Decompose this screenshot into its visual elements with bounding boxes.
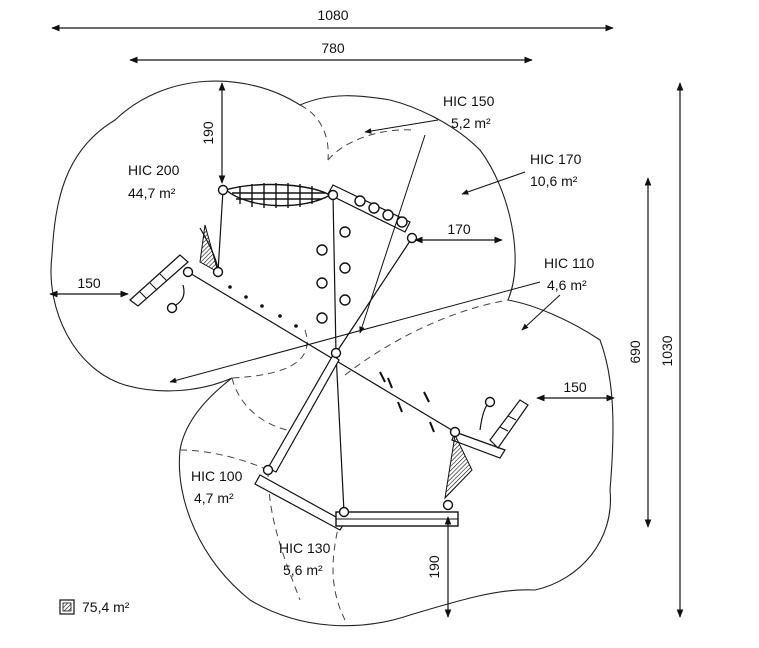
- area-legend: 75,4 m²: [59, 599, 130, 615]
- zone-hic-110: HIC 110 4,6 m²: [169, 255, 595, 384]
- zone-area-label: 5,6 m²: [283, 562, 323, 578]
- dimension-inner-width: 780: [129, 40, 533, 64]
- dimension-overall-depth: 1030: [659, 82, 684, 618]
- zone-area-label: 5,2 m²: [451, 115, 491, 131]
- safety-zone-outline: [50, 80, 614, 627]
- total-area-label: 75,4 m²: [82, 599, 130, 615]
- zone-hic-130: HIC 130 5,6 m²: [279, 540, 331, 578]
- dimension-right-clearance: 150: [536, 379, 615, 402]
- dimension-top-clearance: 190: [200, 82, 226, 184]
- dimension-left-clearance-label: 150: [77, 275, 101, 291]
- zone-hic-label: HIC 170: [530, 151, 582, 167]
- dimension-side-clearance-label: 170: [447, 221, 471, 237]
- zone-hic-label: HIC 100: [191, 468, 243, 484]
- zone-hic-label: HIC 200: [128, 162, 180, 178]
- zone-hic-150: HIC 150 5,2 m²: [359, 93, 495, 334]
- dimension-bottom-clearance-label: 190: [426, 555, 442, 579]
- zone-hic-200: HIC 200 44,7 m²: [128, 162, 180, 201]
- dimension-inner-width-label: 780: [321, 40, 345, 56]
- zone-hic-label: HIC 110: [544, 255, 595, 271]
- dimension-overall-width-label: 1080: [317, 7, 348, 23]
- zone-area-label: 10,6 m²: [530, 173, 578, 189]
- dimension-overall-depth-label: 1030: [659, 335, 675, 366]
- dimension-inner-depth: 690: [627, 177, 652, 528]
- dimension-bottom-clearance: 190: [426, 516, 452, 618]
- dimension-inner-depth-label: 690: [627, 340, 643, 364]
- dimension-overall-width: 1080: [51, 7, 614, 32]
- zone-hic-label: HIC 150: [443, 93, 495, 109]
- zone-area-label: 4,7 m²: [194, 490, 234, 506]
- equipment-structure: [129, 183, 529, 531]
- dimension-top-clearance-label: 190: [200, 121, 216, 145]
- zone-hic-100: HIC 100 4,7 m²: [191, 468, 243, 506]
- dimension-right-clearance-label: 150: [563, 379, 587, 395]
- zone-hic-170: HIC 170 10,6 m²: [461, 151, 582, 195]
- dimension-side-clearance: 170: [414, 221, 503, 244]
- zone-area-label: 4,6 m²: [547, 277, 587, 293]
- zone-area-label: 44,7 m²: [128, 185, 176, 201]
- dimension-left-clearance: 150: [49, 275, 129, 298]
- zone-hic-label: HIC 130: [279, 540, 331, 556]
- inner-zone-boundaries: [179, 104, 509, 621]
